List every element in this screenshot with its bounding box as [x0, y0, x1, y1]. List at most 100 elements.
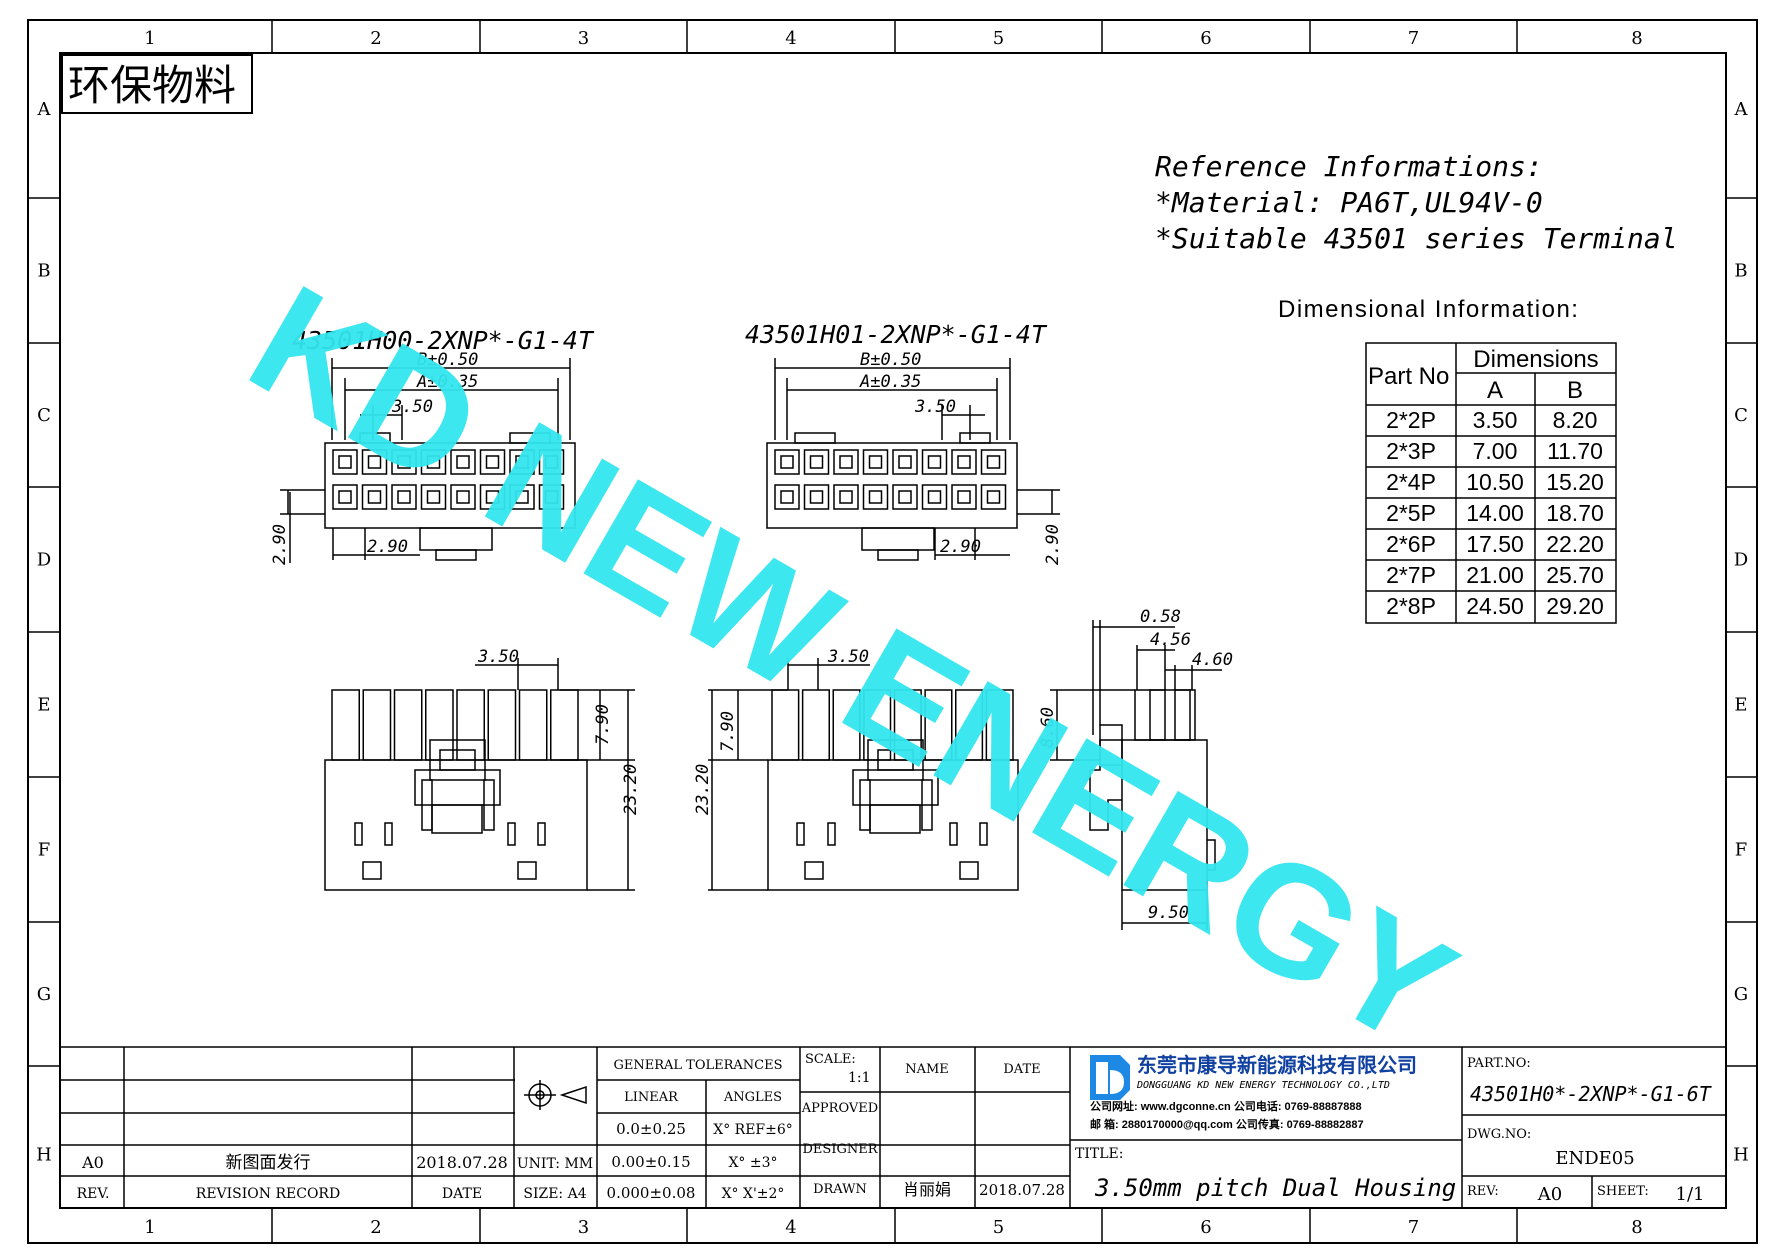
table-cell-a: 3.50	[1473, 407, 1518, 433]
part-no: 43501H0*-2XNP*-G1-6T	[1470, 1082, 1713, 1106]
cavity-terminal	[780, 490, 794, 504]
zone-grid	[28, 20, 1757, 1243]
table-cell-a: 24.50	[1466, 593, 1524, 619]
front-left-pitch: 3.50	[477, 647, 519, 667]
cavity-terminal	[957, 455, 971, 469]
cavity-terminal	[839, 490, 853, 504]
housing-tooth	[518, 689, 548, 761]
column-label-3-bottom: 3	[578, 1217, 589, 1238]
table-header-dimensions: Dimensions	[1473, 346, 1598, 373]
cavity	[420, 484, 447, 510]
table-cell-b: 29.20	[1546, 593, 1604, 619]
rev-record-entry: 新图面发行	[226, 1153, 311, 1172]
column-label-5-top: 5	[993, 28, 1004, 49]
housing-tooth	[487, 689, 517, 761]
table-cell-b: 25.70	[1546, 562, 1604, 588]
eco-stamp: 环保物料	[68, 62, 236, 109]
cavity	[921, 484, 948, 510]
tol3-angle: X° X'±2°	[722, 1186, 785, 1202]
watermark: KD NEW ENERGY	[223, 252, 1482, 1080]
cavity-terminal	[397, 455, 411, 469]
side-view	[1050, 620, 1222, 930]
view-right-dim-b: B±0.50	[860, 350, 921, 370]
cavity	[774, 484, 800, 510]
row-label-D-left: D	[37, 550, 51, 571]
cavity	[479, 484, 506, 510]
row-label-H-left: H	[36, 1145, 52, 1166]
cavity	[332, 484, 358, 510]
cavity-terminal	[809, 455, 824, 469]
dwg-no: ENDE05	[1555, 1148, 1634, 1169]
table-cell-b: 11.70	[1547, 438, 1603, 464]
cavity	[833, 449, 859, 475]
eco-stamp-box	[61, 54, 253, 114]
dimensional-info-title: Dimensional Information:	[1278, 296, 1579, 323]
size-label: SIZE: A4	[523, 1186, 586, 1202]
cavity	[892, 484, 918, 510]
view-left-dim-a: A±0.35	[416, 372, 478, 392]
reference-line-3: *Suitable 43501 series Terminal	[1155, 222, 1678, 255]
cavity-terminal	[839, 455, 853, 469]
column-label-4-top: 4	[785, 28, 796, 49]
row-label-G-left: G	[37, 984, 51, 1005]
cavity	[450, 484, 476, 510]
title-label: TITLE:	[1075, 1146, 1123, 1162]
cavity	[479, 449, 506, 475]
linear-label: LINEAR	[624, 1090, 679, 1105]
side-dim-1: 0.58	[1140, 607, 1181, 627]
housing-tooth	[550, 689, 579, 761]
cavity-terminal	[485, 490, 500, 504]
cavity	[980, 484, 1007, 510]
view-left-title: 43501H00-2XNP*-G1-4T	[292, 326, 595, 355]
view-left-dim-h: 2.90	[270, 524, 290, 565]
side-dim-w: 9.50	[1148, 903, 1189, 923]
cavity	[391, 484, 417, 510]
row-label-F-right: F	[1735, 840, 1748, 861]
column-label-1-bottom: 1	[144, 1217, 155, 1238]
reference-line-2: *Material: PA6T,UL94V-0	[1155, 186, 1543, 219]
housing-tooth	[985, 689, 1014, 761]
row-label-C-right: C	[1734, 405, 1748, 426]
front-right-h2: 23.20	[693, 764, 713, 815]
front-right-h1: 7.90	[718, 711, 738, 752]
row-label-B-left: B	[37, 261, 50, 282]
table-cell-a: 7.00	[1473, 438, 1518, 464]
table-header-part: Part No	[1368, 363, 1449, 390]
column-label-7-bottom: 7	[1408, 1217, 1419, 1238]
cavity-terminal	[456, 455, 470, 469]
column-label-6-bottom: 6	[1200, 1217, 1211, 1238]
cavity-terminal	[927, 490, 942, 504]
column-label-4-bottom: 4	[785, 1217, 796, 1238]
cavity	[862, 449, 889, 475]
table-cell-b: 8.20	[1553, 407, 1598, 433]
company-contact-1: 公司网址: www.dgconne.cn 公司电话: 0769-88887888	[1090, 1099, 1362, 1113]
cavity-terminal	[809, 490, 824, 504]
side-dim-h: 8.60	[1038, 707, 1058, 748]
front-view-right	[708, 658, 1019, 891]
view-right-title: 43501H01-2XNP*-G1-4T	[745, 320, 1048, 349]
revision-record-label: REVISION RECORD	[196, 1186, 340, 1202]
view-right-dim-a: A±0.35	[859, 372, 921, 392]
drawn-date: 2018.07.28	[979, 1181, 1065, 1199]
cavity	[509, 484, 535, 510]
drawn-label: DRAWN	[813, 1182, 867, 1197]
top-view-right	[766, 358, 1060, 561]
row-label-C-left: C	[37, 405, 51, 426]
top-view-left	[280, 358, 576, 563]
cavity	[332, 449, 358, 475]
general-tolerances-label: GENERAL TOLERANCES	[613, 1058, 782, 1073]
title-block-grid	[60, 1046, 1726, 1208]
company-contact-2: 邮 箱: 2880170000@qq.com 公司传真: 0769-888828…	[1090, 1117, 1364, 1131]
housing-tooth	[924, 689, 953, 761]
cavity-terminal	[338, 490, 352, 504]
row-label-A-right: A	[1734, 99, 1749, 120]
tol1-angle: X° REF±6°	[713, 1122, 793, 1138]
cavity	[892, 449, 918, 475]
name-label: NAME	[905, 1062, 949, 1077]
housing-tooth	[362, 689, 392, 761]
table-cell-part: 2*7P	[1386, 562, 1436, 588]
date-label-2: DATE	[1003, 1062, 1040, 1077]
cavity-terminal	[338, 455, 352, 469]
row-label-G-right: G	[1734, 984, 1748, 1005]
